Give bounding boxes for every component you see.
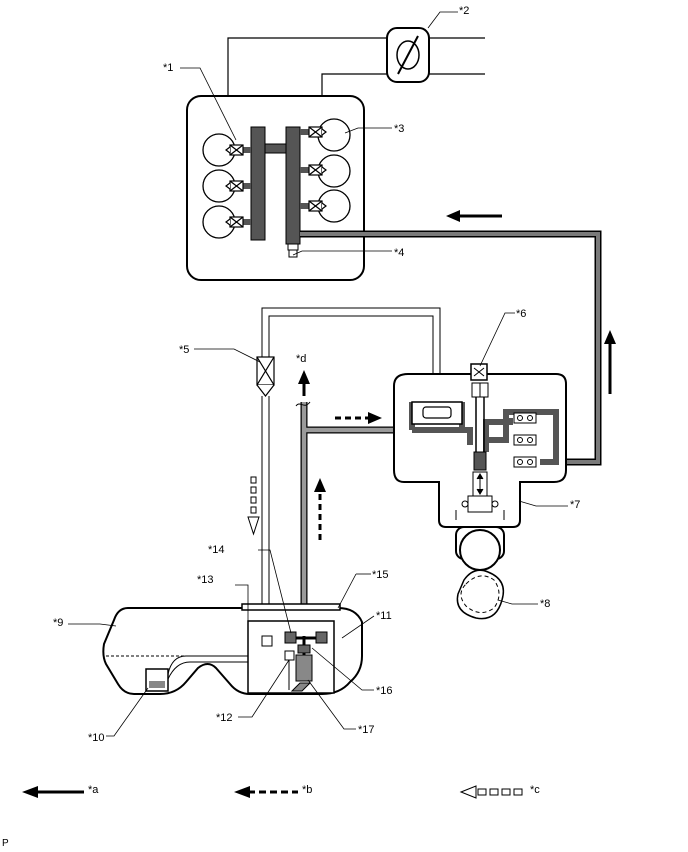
- callout-16: *16: [376, 685, 393, 697]
- flow-arrows: [247, 210, 616, 540]
- spill-control-valve: [470, 363, 489, 471]
- callout-d: *d: [296, 353, 306, 365]
- injector-5: [308, 164, 327, 176]
- callout-12: *12: [216, 712, 233, 724]
- callout-5: *5: [179, 344, 189, 356]
- pump-valves: [513, 412, 537, 468]
- callout-8: *8: [540, 598, 550, 610]
- fuel-rail: [250, 126, 301, 245]
- injector-2: [225, 180, 244, 192]
- callout-2: *2: [459, 5, 469, 17]
- intake-lines: [227, 37, 485, 96]
- legend-item-c: *c: [459, 784, 540, 799]
- rail-stubs: [242, 129, 309, 225]
- legend-label-c: *c: [530, 784, 540, 796]
- legend: *a *b *c: [22, 784, 540, 799]
- legend-item-a: *a: [22, 784, 99, 798]
- callout-15: *15: [372, 569, 389, 581]
- leader-lines: [68, 11, 568, 737]
- fuel-pressure-sensor: [287, 243, 299, 258]
- fuel-sender-gauge: [145, 668, 169, 692]
- figure-code: P: [2, 838, 9, 849]
- injectors: [225, 126, 327, 228]
- check-valve: [256, 356, 275, 397]
- injector-6: [308, 200, 327, 212]
- callout-3: *3: [394, 123, 404, 135]
- callouts: *1 *2 *3 *4 *5 *6 *7 *8 *9 *10 *11 *12 *…: [53, 5, 580, 744]
- lifter: [455, 526, 505, 571]
- callout-7: *7: [570, 499, 580, 511]
- callout-9: *9: [53, 617, 63, 629]
- pump-plunger: [455, 471, 505, 520]
- legend-item-b: *b: [234, 784, 312, 798]
- callout-1: *1: [163, 62, 173, 74]
- camshaft-lobe: [456, 569, 505, 620]
- cylinders: [202, 118, 351, 239]
- callout-14: *14: [208, 544, 225, 556]
- purge-line: [261, 307, 441, 606]
- injector-1: [225, 144, 244, 156]
- callout-6: *6: [516, 308, 526, 320]
- legend-label-b: *b: [302, 784, 312, 796]
- callout-13: *13: [197, 574, 214, 586]
- legend-label-a: *a: [88, 784, 99, 796]
- injector-3: [225, 216, 244, 228]
- injector-4: [308, 126, 327, 138]
- callout-4: *4: [394, 247, 404, 259]
- throttle-body: [386, 27, 430, 83]
- callout-11: *11: [376, 610, 392, 622]
- callout-17: *17: [358, 724, 375, 736]
- callout-10: *10: [88, 732, 105, 744]
